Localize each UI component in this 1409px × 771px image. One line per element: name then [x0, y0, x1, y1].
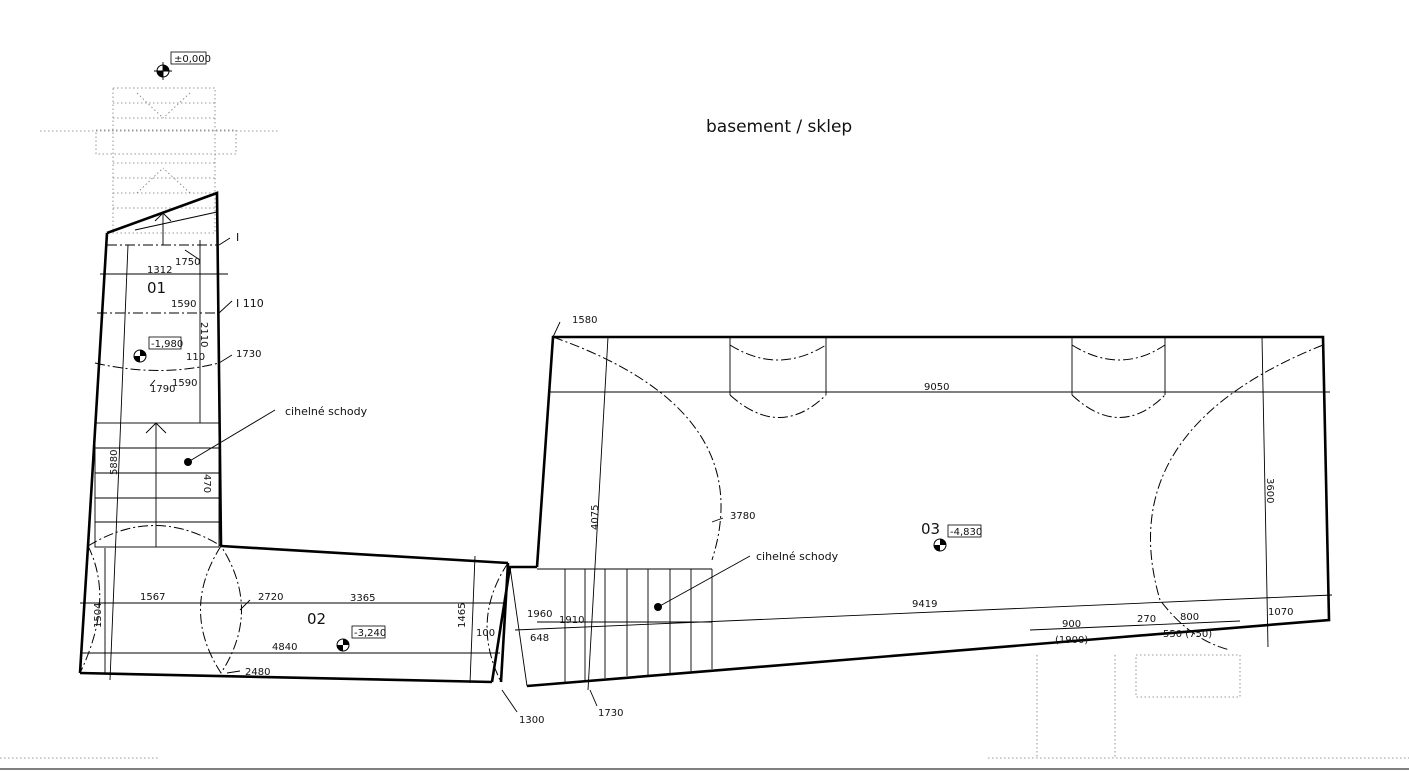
dim-label: 1730 [598, 708, 623, 719]
dim-label: 1590 [171, 299, 196, 310]
level-marker-top [154, 51, 207, 80]
stairs-note-2: cihelné schody [756, 550, 839, 563]
dim-label: 3780 [730, 511, 755, 522]
room-03-label: 03 [921, 520, 940, 538]
dim-label: 2720 [258, 592, 283, 603]
level-03-label: -4,830 [950, 527, 982, 538]
level-marker-03 [933, 524, 982, 552]
dim-label: 1910 [559, 615, 584, 626]
dim-label: 4075 [590, 505, 601, 530]
dim-label: 1070 [1268, 607, 1293, 618]
dim-label: 100 [476, 628, 495, 639]
dim-label: 1590 [172, 378, 197, 389]
room-01-label: 01 [147, 279, 166, 297]
dim-label: 9419 [912, 599, 937, 610]
level-marker-01 [133, 336, 182, 363]
dim-label: 1730 [236, 349, 261, 360]
stairs [94, 211, 713, 682]
dim-label: 3600 [1264, 478, 1275, 503]
dim-label: 1465 [457, 603, 468, 628]
dim-label: 5880 [109, 450, 120, 475]
dim-label: 1790 [150, 384, 175, 395]
dim-label: 1504 [93, 603, 104, 628]
upper-floor-outline [0, 87, 1409, 759]
stairs-note-1: cihelné schody [285, 405, 368, 418]
dim-label: 1580 [572, 315, 597, 326]
section-mark-2: I 110 [236, 297, 264, 310]
section-mark-1: I [236, 231, 239, 244]
dim-label: 3365 [350, 593, 375, 604]
dim-label: 648 [530, 633, 549, 644]
stairs-note-dot [184, 458, 192, 466]
dim-label: 1960 [527, 609, 552, 620]
dim-label: 2480 [245, 667, 270, 678]
dim-label: 800 [1180, 612, 1199, 623]
dim-label: 270 [1137, 614, 1156, 625]
dimension-lines [80, 237, 1333, 713]
vault-lines [79, 244, 1324, 683]
dim-label: 550 (750) [1163, 629, 1212, 640]
room-02-label: 02 [307, 610, 326, 628]
level-markers [133, 51, 982, 652]
dim-label: (1900) [1055, 635, 1088, 646]
dim-label: 1300 [519, 715, 544, 726]
dim-label: 470 [201, 474, 212, 493]
level-top-label: ±0,000 [174, 54, 211, 65]
drawing-title: basement / sklep [706, 117, 853, 137]
dim-label: 1750 [175, 257, 200, 268]
dim-label: 1567 [140, 592, 165, 603]
level-marker-02 [336, 625, 386, 652]
stairs-note-dot [654, 603, 662, 611]
walls [78, 191, 1331, 688]
dim-label: 110 [186, 352, 205, 363]
dim-label: 900 [1062, 619, 1081, 630]
level-02-label: -3,240 [354, 628, 386, 639]
dim-label: 4840 [272, 642, 297, 653]
dim-label: 9050 [924, 382, 949, 393]
level-01-label: -1,980 [151, 339, 183, 350]
dim-label: 1312 [147, 265, 172, 276]
dim-label: 2110 [198, 322, 209, 347]
